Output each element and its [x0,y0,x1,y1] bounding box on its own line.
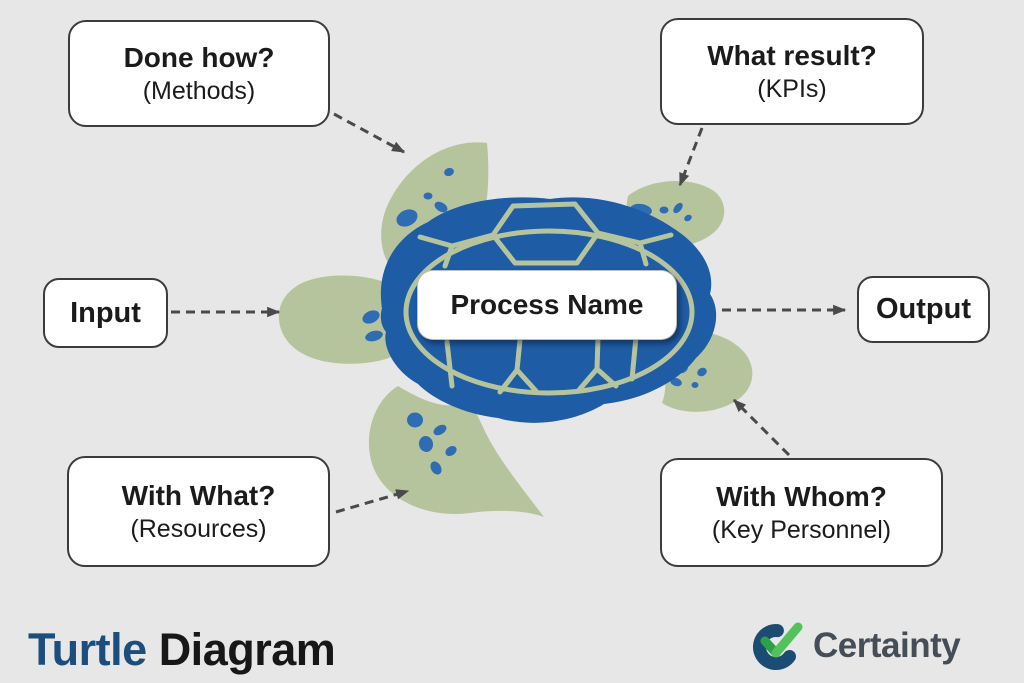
brand-logo: Certainty [752,618,961,674]
arrow-with-what-to-turtle [335,489,410,514]
arrow-done-how-to-turtle [333,112,406,154]
node-done-how-title: Done how? [123,41,275,73]
node-what-result-title: What result? [707,39,877,71]
node-done-how-subtitle: (Methods) [142,76,256,105]
node-process-name: Process Name [417,270,677,340]
node-with-whom-title: With Whom? [716,480,887,512]
brand-name: Certainty [813,626,961,665]
node-with-what-title: With What? [121,479,276,511]
turtle-flipper-lower-left [368,386,544,517]
turtle-shell-pattern [403,201,695,396]
node-output-title: Output [875,293,971,325]
node-with-whom: With Whom? (Key Personnel) [660,458,943,567]
logo-c-mark [753,624,796,671]
page-title-secondary: Diagram [158,624,336,675]
node-what-result: What result? (KPIs) [660,18,924,125]
node-output: Output [857,276,990,343]
certainty-logo-icon [753,622,803,671]
node-done-how: Done how? (Methods) [68,20,330,127]
node-input: Input [43,278,168,348]
node-input-title: Input [70,296,141,329]
node-process-name-title: Process Name [450,289,644,320]
node-with-what-subtitle: (Resources) [130,514,267,543]
node-with-what: With What? (Resources) [67,456,330,567]
page-title: Turtle Diagram [28,624,336,676]
arrow-with-whom-to-turtle [732,398,791,457]
node-with-whom-subtitle: (Key Personnel) [711,515,892,544]
logo-check-long-stroke [771,622,803,658]
node-what-result-subtitle: (KPIs) [757,74,827,103]
page-title-primary: Turtle [28,624,147,675]
arrow-what-result-to-turtle [678,127,704,187]
